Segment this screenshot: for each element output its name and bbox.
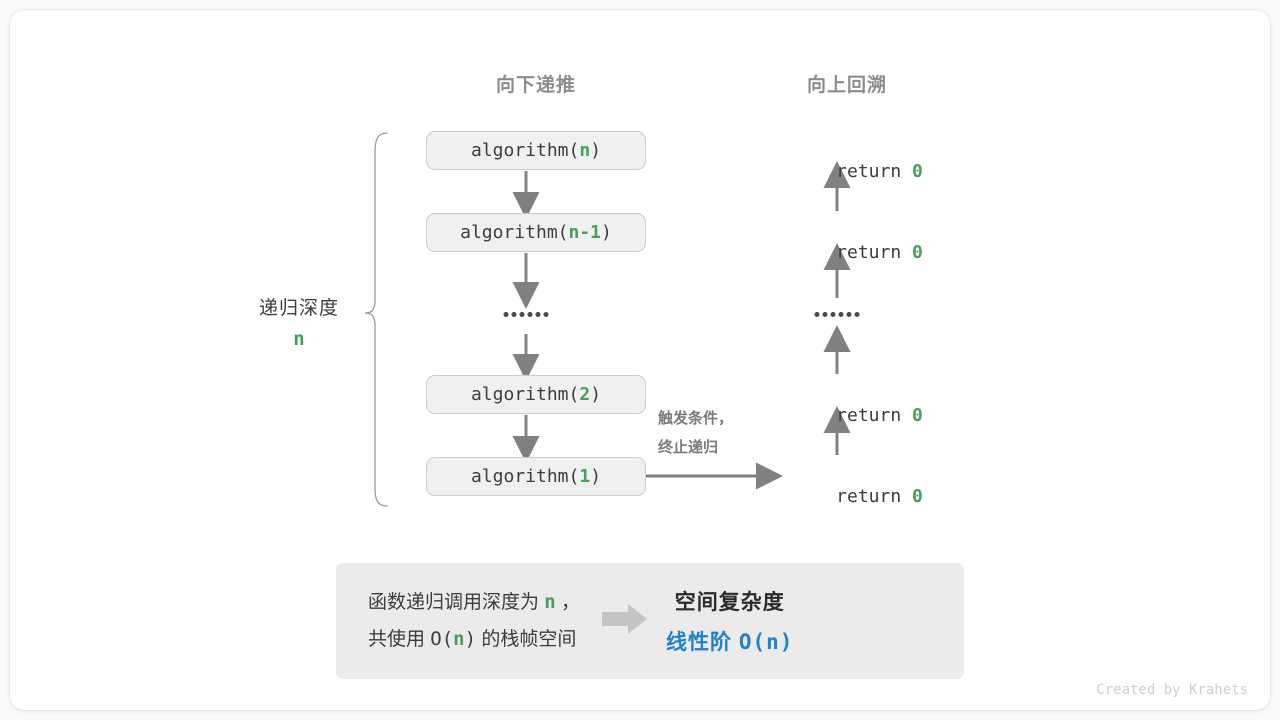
- summary-l2-b: 的栈帧空间: [476, 629, 577, 650]
- summary-l1-b: ，: [555, 592, 581, 613]
- column-header-upward: 向上回溯: [806, 75, 888, 96]
- summary-l1-highlight: n: [544, 591, 556, 613]
- call-box-suffix: ): [590, 466, 602, 487]
- ellipsis-dot: [822, 312, 828, 317]
- return-label-2: return 0: [771, 221, 923, 284]
- return-label-1: return 0: [771, 140, 923, 203]
- ellipsis-dot: [814, 312, 820, 317]
- depth-brace: [364, 132, 388, 507]
- summary-l2-close: ): [464, 628, 477, 650]
- call-box-suffix: ): [590, 384, 602, 405]
- summary-l1-a: 函数递归调用深度为: [368, 592, 545, 613]
- complexity-value-label: 线性阶: [666, 631, 739, 654]
- ellipsis-dot: [503, 312, 509, 317]
- call-box-suffix: ): [601, 222, 612, 243]
- summary-panel: 函数递归调用深度为 n ，共使用 O(n) 的栈帧空间 空间复杂度 线性阶 O(…: [336, 563, 964, 679]
- recursion-depth-label: 递归深度 n: [259, 293, 339, 350]
- return-keyword: return: [836, 405, 913, 426]
- call-box-arg: 1: [579, 466, 591, 487]
- summary-l2-highlight: n: [453, 628, 465, 650]
- summary-left-text: 函数递归调用深度为 n ，共使用 O(n) 的栈帧空间: [368, 584, 580, 658]
- call-box-prefix: algorithm(: [470, 140, 580, 161]
- call-box-prefix: algorithm(: [470, 466, 580, 487]
- call-box-arg: n: [579, 140, 591, 161]
- ellipsis-dot: [838, 312, 844, 317]
- watermark: Created by Krahets: [1096, 682, 1248, 698]
- ellipsis-dot: [511, 312, 517, 317]
- ellipsis-dot: [846, 312, 852, 317]
- return-keyword: return: [836, 242, 913, 263]
- return-label-4: return 0: [771, 465, 923, 528]
- column-header-downward: 向下递推: [495, 75, 577, 96]
- return-value: 0: [912, 486, 923, 507]
- return-value: 0: [912, 405, 923, 426]
- ellipsis-dot: [543, 312, 549, 317]
- ellipsis-left: [503, 312, 549, 317]
- ellipsis-dot: [527, 312, 533, 317]
- implies-arrow-icon: [602, 602, 648, 641]
- complexity-value: 线性阶 O(n): [666, 626, 793, 656]
- base-case-note: 触发条件， 终止递归: [658, 404, 733, 462]
- return-keyword: return: [836, 486, 913, 507]
- complexity-title: 空间复杂度: [674, 591, 785, 614]
- return-value: 0: [912, 242, 923, 263]
- return-keyword: return: [836, 161, 913, 182]
- call-box-prefix: algorithm(: [470, 384, 580, 405]
- call-box-arg: n-1: [568, 222, 602, 243]
- call-box-suffix: ): [590, 140, 602, 161]
- return-label-3: return 0: [771, 384, 923, 447]
- ellipsis-dot: [830, 312, 836, 317]
- call-box-n[interactable]: algorithm(n): [426, 131, 646, 170]
- ellipsis-dot: [535, 312, 541, 317]
- call-box-prefix: algorithm(: [460, 222, 569, 243]
- return-value: 0: [912, 161, 923, 182]
- summary-right-text: 空间复杂度 线性阶 O(n): [666, 586, 793, 656]
- summary-l2-open: O(: [430, 628, 454, 650]
- ellipsis-right: [814, 312, 860, 317]
- call-box-arg: 2: [579, 384, 591, 405]
- summary-l2-a: 共使用: [368, 629, 431, 650]
- complexity-value-notation: O(n): [738, 630, 794, 654]
- base-case-note-line1: 触发条件，: [658, 410, 734, 427]
- base-case-note-line2: 终止递归: [658, 439, 719, 456]
- call-box-1[interactable]: algorithm(1): [426, 457, 646, 496]
- call-box-n-1[interactable]: algorithm(n-1): [426, 213, 646, 252]
- recursion-depth-text: 递归深度: [258, 298, 340, 319]
- call-box-2[interactable]: algorithm(2): [426, 375, 646, 414]
- ellipsis-dot: [519, 312, 525, 317]
- diagram-card: 向下递推 向上回溯 递归深度 n algorithm(n) algorithm(…: [10, 10, 1270, 710]
- recursion-depth-value: n: [293, 328, 305, 350]
- ellipsis-dot: [854, 312, 860, 317]
